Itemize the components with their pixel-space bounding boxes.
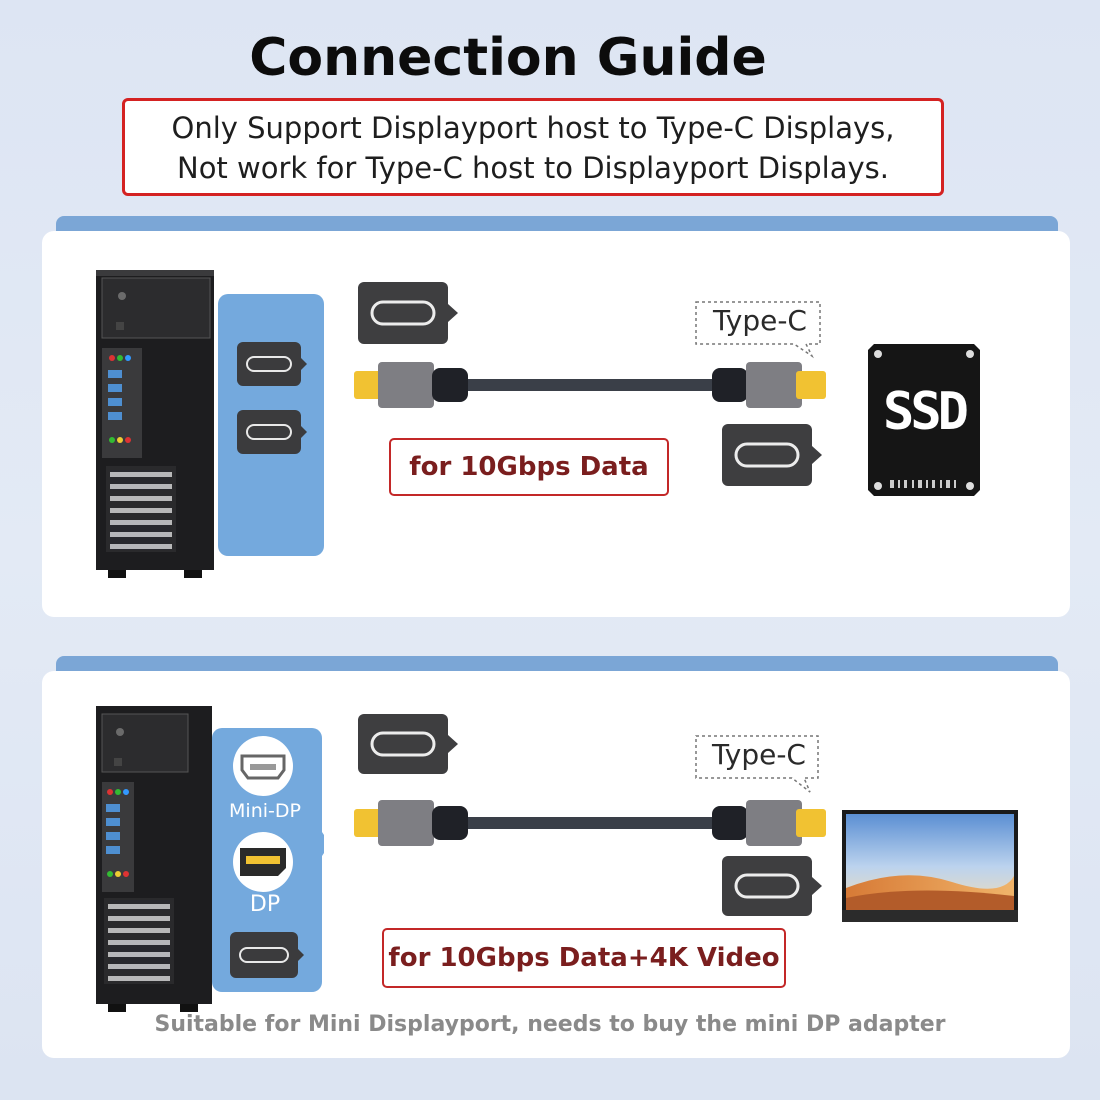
connector-type-label: Type-C — [712, 738, 806, 771]
usb-c-port-icon — [237, 342, 307, 386]
connector-type-label: Type-C — [713, 304, 807, 337]
adapter-footnote: Suitable for Mini Displayport, needs to … — [154, 1012, 946, 1037]
pc-tower-icon — [96, 270, 324, 578]
mini-dp-label: Mini-DP — [229, 800, 301, 822]
usb-c-cable-icon — [354, 362, 826, 408]
notice-line-1: Only Support Displayport host to Type-C … — [171, 111, 895, 145]
compatibility-notice: Only Support Displayport host to Type-C … — [122, 98, 944, 196]
portable-monitor-icon — [842, 810, 1018, 922]
speed-label-box: for 10Gbps Data+4K Video — [382, 928, 786, 988]
speech-bubble-icon — [695, 735, 819, 793]
usb-c-port-icon — [230, 932, 304, 978]
usb-c-port-icon — [237, 410, 307, 454]
speech-bubble-icon — [695, 301, 821, 359]
speed-label-box: for 10Gbps Data — [389, 438, 669, 496]
pc-tower-icon — [96, 706, 324, 1012]
usb-c-port-icon — [722, 424, 822, 486]
page-title: Connection Guide — [249, 28, 767, 88]
notice-line-2: Not work for Type-C host to Displayport … — [177, 151, 889, 185]
usb-c-port-icon — [358, 282, 458, 344]
mini-displayport-icon — [233, 736, 293, 796]
displayport-icon — [233, 832, 293, 892]
usb-c-port-icon — [722, 856, 822, 916]
ssd-drive-icon — [868, 344, 980, 496]
dp-label: DP — [249, 892, 281, 917]
usb-c-cable-icon — [354, 800, 826, 846]
ssd-label: SSD — [883, 382, 969, 442]
usb-c-port-icon — [358, 714, 458, 774]
